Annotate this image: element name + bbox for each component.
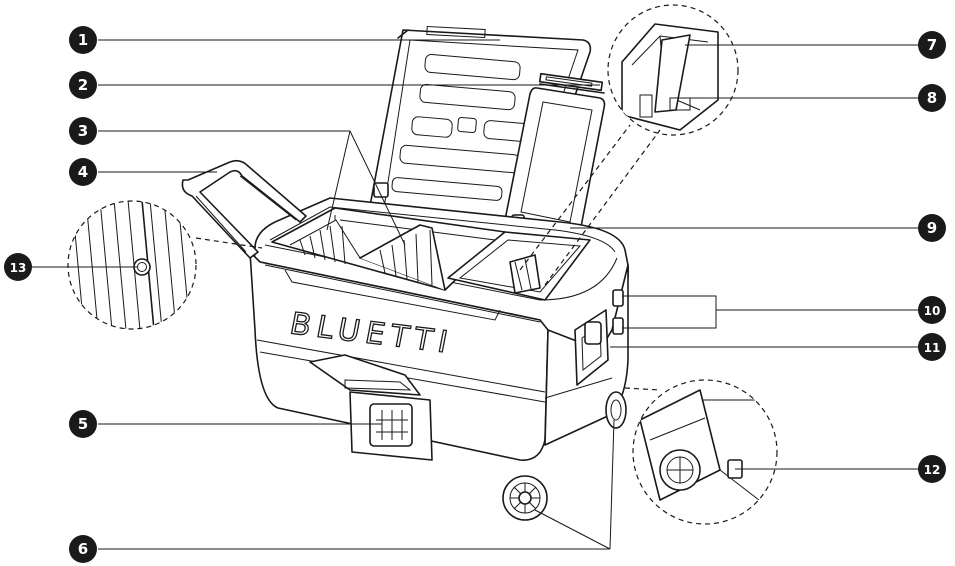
callout-2: 2: [69, 71, 97, 99]
svg-text:4: 4: [78, 163, 88, 181]
callout-3: 3: [69, 117, 97, 145]
callout-4: 4: [69, 158, 97, 186]
callout-1: 1: [69, 26, 97, 54]
compartment-lid: [504, 72, 606, 243]
zoom-left: [67, 200, 263, 330]
svg-text:7: 7: [927, 36, 937, 54]
telescopic-handle: [181, 159, 307, 259]
zoom-right: [624, 379, 778, 525]
port-panel: [612, 289, 624, 335]
svg-text:6: 6: [78, 540, 88, 558]
svg-text:1: 1: [78, 31, 88, 49]
main-compartment: [271, 207, 506, 291]
callout-8: 8: [918, 84, 946, 112]
svg-text:2: 2: [78, 76, 88, 94]
svg-text:8: 8: [927, 89, 937, 107]
wheel-front: [502, 475, 548, 521]
wheel-rear: [605, 391, 627, 429]
callout-7: 7: [918, 31, 946, 59]
callout-6: 6: [69, 535, 97, 563]
svg-text:3: 3: [78, 122, 88, 140]
callout-9: 9: [918, 214, 946, 242]
svg-text:10: 10: [924, 304, 941, 318]
callout-10: 10: [918, 296, 946, 324]
leader-lines: [28, 39, 918, 550]
svg-text:9: 9: [927, 219, 937, 237]
front-drain-panel: [309, 354, 433, 461]
callout-12: 12: [918, 455, 946, 483]
svg-text:13: 13: [10, 261, 27, 275]
zoom-top-right: [519, 4, 739, 286]
svg-text:5: 5: [78, 415, 88, 433]
side-handle: [574, 309, 609, 386]
callout-11: 11: [918, 333, 946, 361]
svg-text:12: 12: [924, 463, 941, 477]
callout-5: 5: [69, 410, 97, 438]
callout-13: 13: [4, 253, 32, 281]
svg-text:11: 11: [924, 341, 941, 355]
side-compartment: [447, 231, 591, 301]
